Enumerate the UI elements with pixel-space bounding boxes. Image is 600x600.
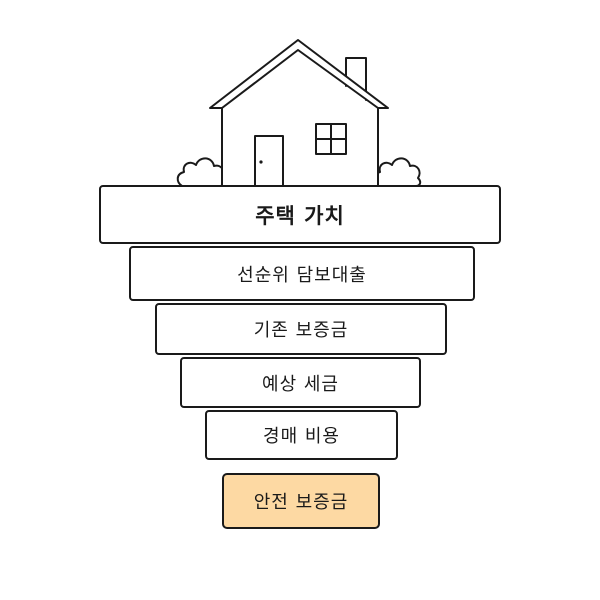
bush-icon	[176, 157, 226, 187]
tier-house-value: 주택 가치	[99, 185, 501, 244]
tier-label: 주택 가치	[255, 203, 345, 228]
tier-safe-deposit: 안전 보증금	[222, 473, 380, 529]
tier-existing-deposit: 기존 보증금	[155, 303, 447, 355]
tier-label: 예상 세금	[262, 373, 339, 395]
tier-label: 경매 비용	[263, 426, 340, 447]
tier-label: 기존 보증금	[253, 320, 349, 341]
tier-auction-cost: 경매 비용	[205, 410, 398, 460]
tier-label: 안전 보증금	[253, 492, 349, 513]
house-icon	[209, 39, 389, 187]
bush-icon	[372, 157, 422, 187]
tier-senior-mortgage: 선순위 담보대출	[129, 246, 475, 301]
tier-label: 선순위 담보대출	[237, 264, 367, 286]
tier-expected-tax: 예상 세금	[180, 357, 421, 408]
